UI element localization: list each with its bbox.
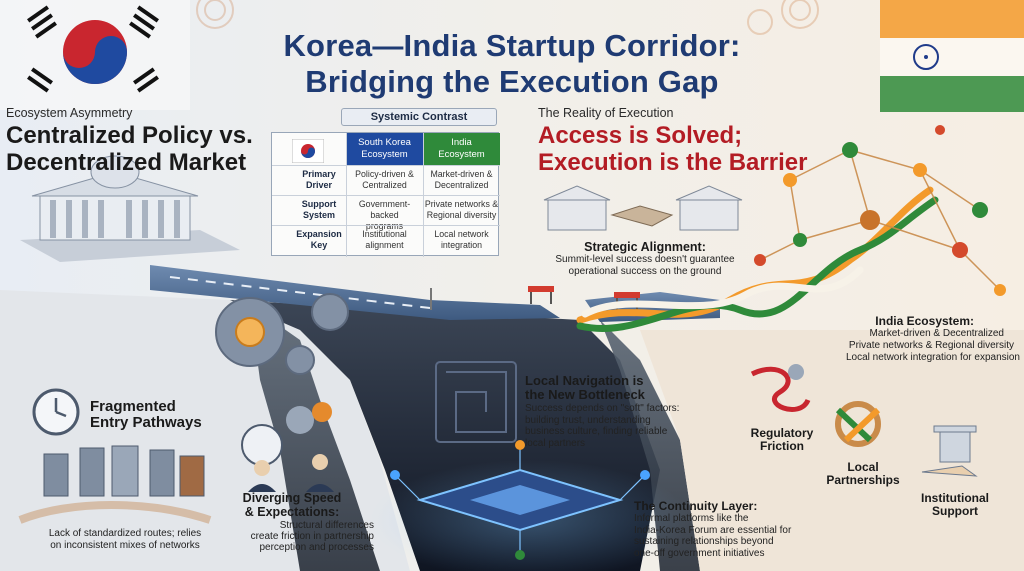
regulatory-friction-label: Regulatory Friction bbox=[750, 426, 814, 453]
execution-line1: Access is Solved; bbox=[538, 122, 743, 149]
local-navigation-block: Local Navigation is the New Bottleneck S… bbox=[525, 373, 680, 449]
table-row: Expansion Key Institutional alignment Lo… bbox=[272, 225, 500, 255]
column-india: India Ecosystem bbox=[423, 133, 500, 165]
access-solved-heading: Access is Solved; Execution is the Barri… bbox=[538, 122, 838, 176]
centralized-vs-decentralized-heading: Centralized Policy vs. Decentralized Mar… bbox=[6, 122, 276, 176]
main-title: Korea—India Startup Corridor: Bridging t… bbox=[260, 28, 764, 100]
execution-line2: Execution is the Barrier bbox=[538, 149, 808, 176]
local-partnerships-label: Local Partnerships bbox=[826, 460, 900, 487]
main-title-line2: Bridging the Execution Gap bbox=[305, 64, 719, 99]
headline-line2: Decentralized Market bbox=[6, 149, 247, 176]
reality-of-execution-caption: The Reality of Execution bbox=[538, 106, 674, 120]
table-row: Support System Government-backed program… bbox=[272, 195, 500, 231]
main-title-line1: Korea—India Startup Corridor: bbox=[283, 28, 741, 63]
headline-line1: Centralized Policy vs. bbox=[6, 122, 253, 149]
strategic-alignment-block: Strategic Alignment: Summit-level succes… bbox=[555, 240, 735, 277]
institutional-support-label: Institutional Support bbox=[921, 491, 989, 518]
india-ecosystem-block: India Ecosystem: Market-driven & Decentr… bbox=[846, 314, 1020, 363]
continuity-layer-block: The Continuity Layer: Informal platforms… bbox=[634, 499, 792, 559]
fragmented-description: Lack of standardized routes; relies on i… bbox=[48, 528, 202, 551]
column-south-korea: South Korea Ecosystem bbox=[346, 133, 423, 165]
systemic-contrast-table: South Korea Ecosystem India Ecosystem Pr… bbox=[271, 132, 500, 257]
systemic-contrast-label: Systemic Contrast bbox=[341, 108, 497, 126]
korea-flag-icon bbox=[292, 139, 324, 163]
table-row: Primary Driver Policy-driven & Centraliz… bbox=[272, 165, 500, 195]
diverging-speed-block: Diverging Speed & Expectations: bbox=[242, 491, 342, 519]
diverging-description: Structural differences create friction i… bbox=[250, 520, 374, 553]
ecosystem-asymmetry-caption: Ecosystem Asymmetry bbox=[6, 106, 133, 120]
fragmented-heading: Fragmented Entry Pathways bbox=[90, 398, 202, 431]
